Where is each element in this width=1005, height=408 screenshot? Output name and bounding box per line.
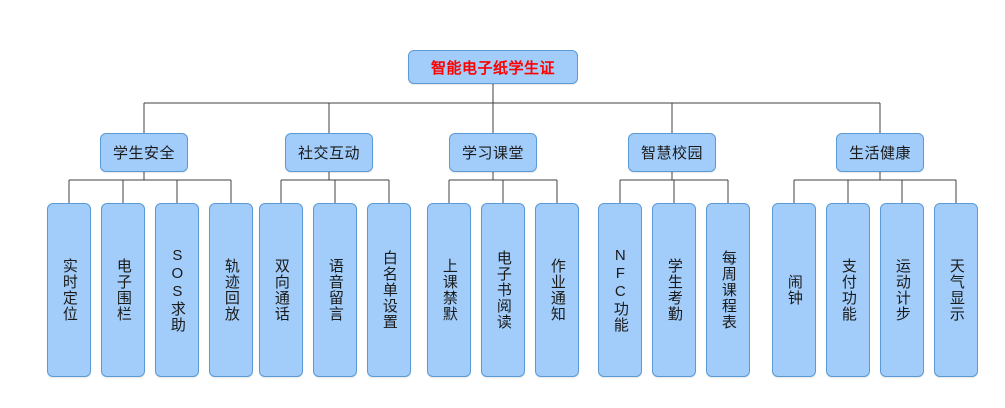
node-branch-label: 学习课堂 xyxy=(461,145,524,162)
node-leaf-label: 运动计步 xyxy=(893,258,911,322)
node-leaf-label: 实时定位 xyxy=(60,258,78,322)
node-leaf-track-playback[interactable]: 轨迹回放 xyxy=(209,203,253,377)
node-branch-student-safety[interactable]: 学生安全 xyxy=(100,133,188,172)
node-leaf-payment-function[interactable]: 支付功能 xyxy=(826,203,870,377)
node-leaf-label: 白名单设置 xyxy=(380,250,398,330)
node-leaf-label: 天气显示 xyxy=(947,258,965,322)
node-leaf-step-counter[interactable]: 运动计步 xyxy=(880,203,924,377)
node-leaf-label: 作业通知 xyxy=(548,258,566,322)
node-leaf-electronic-fence[interactable]: 电子围栏 xyxy=(101,203,145,377)
node-leaf-class-silent-mode[interactable]: 上课禁默 xyxy=(427,203,471,377)
node-leaf-alarm-clock[interactable]: 闹钟 xyxy=(772,203,816,377)
node-leaf-voice-message[interactable]: 语音留言 xyxy=(313,203,357,377)
node-leaf-label: NFC功能 xyxy=(611,247,629,333)
node-leaf-label: 电子围栏 xyxy=(114,258,132,322)
node-leaf-label: 上课禁默 xyxy=(440,258,458,322)
node-leaf-label: 学生考勤 xyxy=(665,258,683,322)
node-branch-smart-campus[interactable]: 智慧校园 xyxy=(628,133,716,172)
node-leaf-student-attendance[interactable]: 学生考勤 xyxy=(652,203,696,377)
node-branch-label: 社交互动 xyxy=(297,145,360,162)
node-leaf-nfc-function[interactable]: NFC功能 xyxy=(598,203,642,377)
node-leaf-sos-help[interactable]: SOS求助 xyxy=(155,203,199,377)
node-root[interactable]: 智能电子纸学生证 xyxy=(408,50,578,84)
node-branch-learning-class[interactable]: 学习课堂 xyxy=(449,133,537,172)
node-branch-label: 生活健康 xyxy=(848,145,911,162)
node-leaf-ebook-reading[interactable]: 电子书阅读 xyxy=(481,203,525,377)
node-leaf-weather-display[interactable]: 天气显示 xyxy=(934,203,978,377)
node-branch-social-interaction[interactable]: 社交互动 xyxy=(285,133,373,172)
node-leaf-label: 语音留言 xyxy=(326,258,344,322)
node-leaf-label: SOS求助 xyxy=(168,247,186,333)
node-leaf-label: 双向通话 xyxy=(272,258,290,322)
node-leaf-realtime-location[interactable]: 实时定位 xyxy=(47,203,91,377)
node-leaf-weekly-timetable[interactable]: 每周课程表 xyxy=(706,203,750,377)
node-root-label: 智能电子纸学生证 xyxy=(430,59,555,77)
node-leaf-label: 闹钟 xyxy=(785,274,803,306)
node-leaf-whitelist-setting[interactable]: 白名单设置 xyxy=(367,203,411,377)
node-leaf-label: 支付功能 xyxy=(839,258,857,322)
node-leaf-label: 每周课程表 xyxy=(719,250,737,330)
node-leaf-two-way-call[interactable]: 双向通话 xyxy=(259,203,303,377)
node-leaf-label: 轨迹回放 xyxy=(222,258,240,322)
node-branch-label: 学生安全 xyxy=(112,145,175,162)
node-leaf-homework-notice[interactable]: 作业通知 xyxy=(535,203,579,377)
node-leaf-label: 电子书阅读 xyxy=(494,250,512,330)
node-branch-label: 智慧校园 xyxy=(640,145,703,162)
node-branch-life-health[interactable]: 生活健康 xyxy=(836,133,924,172)
